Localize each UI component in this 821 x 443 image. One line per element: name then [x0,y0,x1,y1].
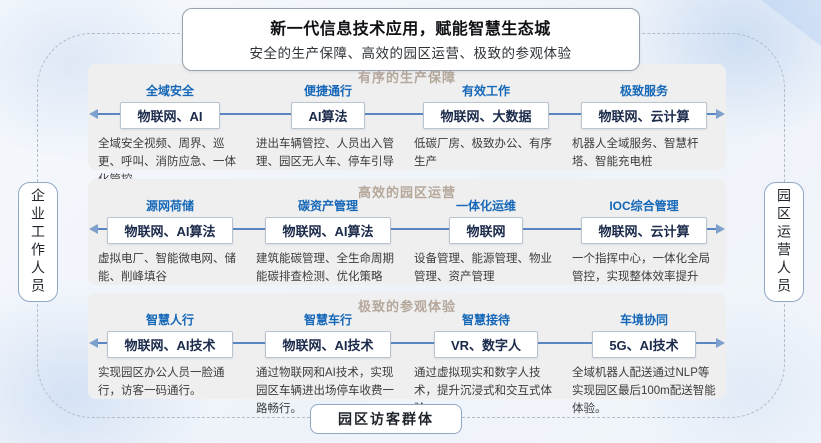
tech-box: 物联网、AI算法 [265,217,391,244]
category-label: 智慧人行 [145,313,194,327]
item-description: 实现园区办公人员一脸通行，访客一码通行。 [98,367,225,397]
item-description: 机器人全域服务、智慧杆塔、智能充电桩 [572,138,699,168]
category-label: 碳资产管理 [297,199,358,213]
category-label: 极致服务 [619,84,668,98]
flow-arrow-line [89,109,725,119]
page-title: 新一代信息技术应用，赋能智慧生态城 [270,21,551,38]
tech-box: 物联网、AI [120,102,220,129]
category-label: 全域安全 [145,84,194,98]
arrowhead-left-icon [89,338,98,348]
category-label: 车境协同 [619,313,668,327]
arrowhead-left-icon [89,224,98,234]
flow-item: 有效工作 物联网、大数据 低碳厂房、极致办公、有序生产 [412,82,560,189]
section-title: 高效的园区运营 [357,185,456,200]
item-description: 低碳厂房、极致办公、有序生产 [414,138,552,168]
section-park-operation: 高效的园区运营 源网荷储 物联网、AI算法 虚拟电厂、智能微电网、储能、削峰填谷… [88,179,726,285]
tech-box: AI算法 [291,102,365,129]
flow-item: 智慧车行 物联网、AI技术 通过物联网和AI技术，实现园区车辆进出场停车收费一路… [254,311,402,418]
section-columns: 源网荷储 物联网、AI算法 虚拟电厂、智能微电网、储能、削峰填谷 碳资产管理 物… [88,197,726,287]
item-description: 设备管理、能源管理、物业管理、资产管理 [414,253,552,283]
tech-box: 物联网、AI技术 [107,331,233,358]
section-title: 有序的生产保障 [357,70,456,85]
category-label: 智慧车行 [303,313,352,327]
item-description: 建筑能碳管理、全生命周期能碳排查检测、优化策略 [256,253,394,283]
tech-box: VR、数字人 [433,331,539,358]
category-label: 一体化运维 [455,199,516,213]
category-label: 源网荷储 [145,199,194,213]
decorative-corner-triangle [761,0,821,46]
item-description: 通过物联网和AI技术，实现园区车辆进出场停车收费一路畅行。 [256,367,394,415]
section-columns: 全域安全 物联网、AI 全域安全视频、周界、巡更、呼叫、消防应急、一体化管控 便… [88,82,726,189]
category-label: IOC综合管理 [609,199,679,213]
arrowhead-right-icon [716,338,725,348]
actor-enterprise-staff: 企业工作人员 [18,182,58,302]
flow-item: 车境协同 5G、AI技术 全域机器人配送通过NLP等实现园区最后100m配送智能… [570,311,718,418]
tech-box: 物联网、AI技术 [265,331,391,358]
tech-box: 物联网、云计算 [581,102,707,129]
section-production-assurance: 有序的生产保障 全域安全 物联网、AI 全域安全视频、周界、巡更、呼叫、消防应急… [88,64,726,186]
item-description: 一个指挥中心，一体化全局管控，实现整体效率提升 [572,253,710,283]
category-label: 便捷通行 [303,84,352,98]
item-description: 虚拟电厂、智能微电网、储能、削峰填谷 [98,253,236,283]
flow-item: 便捷通行 AI算法 进出车辆管控、人员出入管理、园区无人车、停车引导 [254,82,402,189]
item-description: 全域机器人配送通过NLP等实现园区最后100m配送智能体验。 [572,367,716,415]
flow-item: 碳资产管理 物联网、AI算法 建筑能碳管理、全生命周期能碳排查检测、优化策略 [254,197,402,287]
arrowhead-right-icon [716,109,725,119]
item-description: 进出车辆管控、人员出入管理、园区无人车、停车引导 [256,138,394,168]
tech-box: 5G、AI技术 [592,331,696,358]
flow-arrow-line [89,224,725,234]
tech-box: 物联网、云计算 [581,217,707,244]
tech-box: 物联网、AI算法 [107,217,233,244]
category-label: 智慧接待 [461,313,510,327]
page-subtitle: 安全的生产保障、高效的园区运营、极致的参观体验 [249,46,572,61]
actor-park-operators: 园区运营人员 [764,182,804,302]
actor-park-visitors: 园区访客群体 [310,404,462,434]
section-title: 极致的参观体验 [357,299,456,314]
flow-item: 极致服务 物联网、云计算 机器人全域服务、智慧杆塔、智能充电桩 [570,82,718,189]
flow-arrow-line [89,338,725,348]
arrowhead-right-icon [716,224,725,234]
tech-box: 物联网、大数据 [423,102,549,129]
category-label: 有效工作 [461,84,510,98]
flow-item: 智慧人行 物联网、AI技术 实现园区办公人员一脸通行，访客一码通行。 [96,311,244,418]
tech-box: 物联网 [449,217,523,244]
section-visit-experience: 极致的参观体验 智慧人行 物联网、AI技术 实现园区办公人员一脸通行，访客一码通… [88,293,726,415]
flow-item: 全域安全 物联网、AI 全域安全视频、周界、巡更、呼叫、消防应急、一体化管控 [96,82,244,189]
section-columns: 智慧人行 物联网、AI技术 实现园区办公人员一脸通行，访客一码通行。 智慧车行 … [88,311,726,418]
arrowhead-left-icon [89,109,98,119]
flow-item: 源网荷储 物联网、AI算法 虚拟电厂、智能微电网、储能、削峰填谷 [96,197,244,287]
flow-item: IOC综合管理 物联网、云计算 一个指挥中心，一体化全局管控，实现整体效率提升 [570,197,718,287]
flow-item: 一体化运维 物联网 设备管理、能源管理、物业管理、资产管理 [412,197,560,287]
title-card: 新一代信息技术应用，赋能智慧生态城 安全的生产保障、高效的园区运营、极致的参观体… [181,8,640,71]
item-description: 全域安全视频、周界、巡更、呼叫、消防应急、一体化管控 [98,138,236,186]
flow-item: 智慧接待 VR、数字人 通过虚拟现实和数字人技术，提升沉浸式和交互式体验。 [412,311,560,418]
